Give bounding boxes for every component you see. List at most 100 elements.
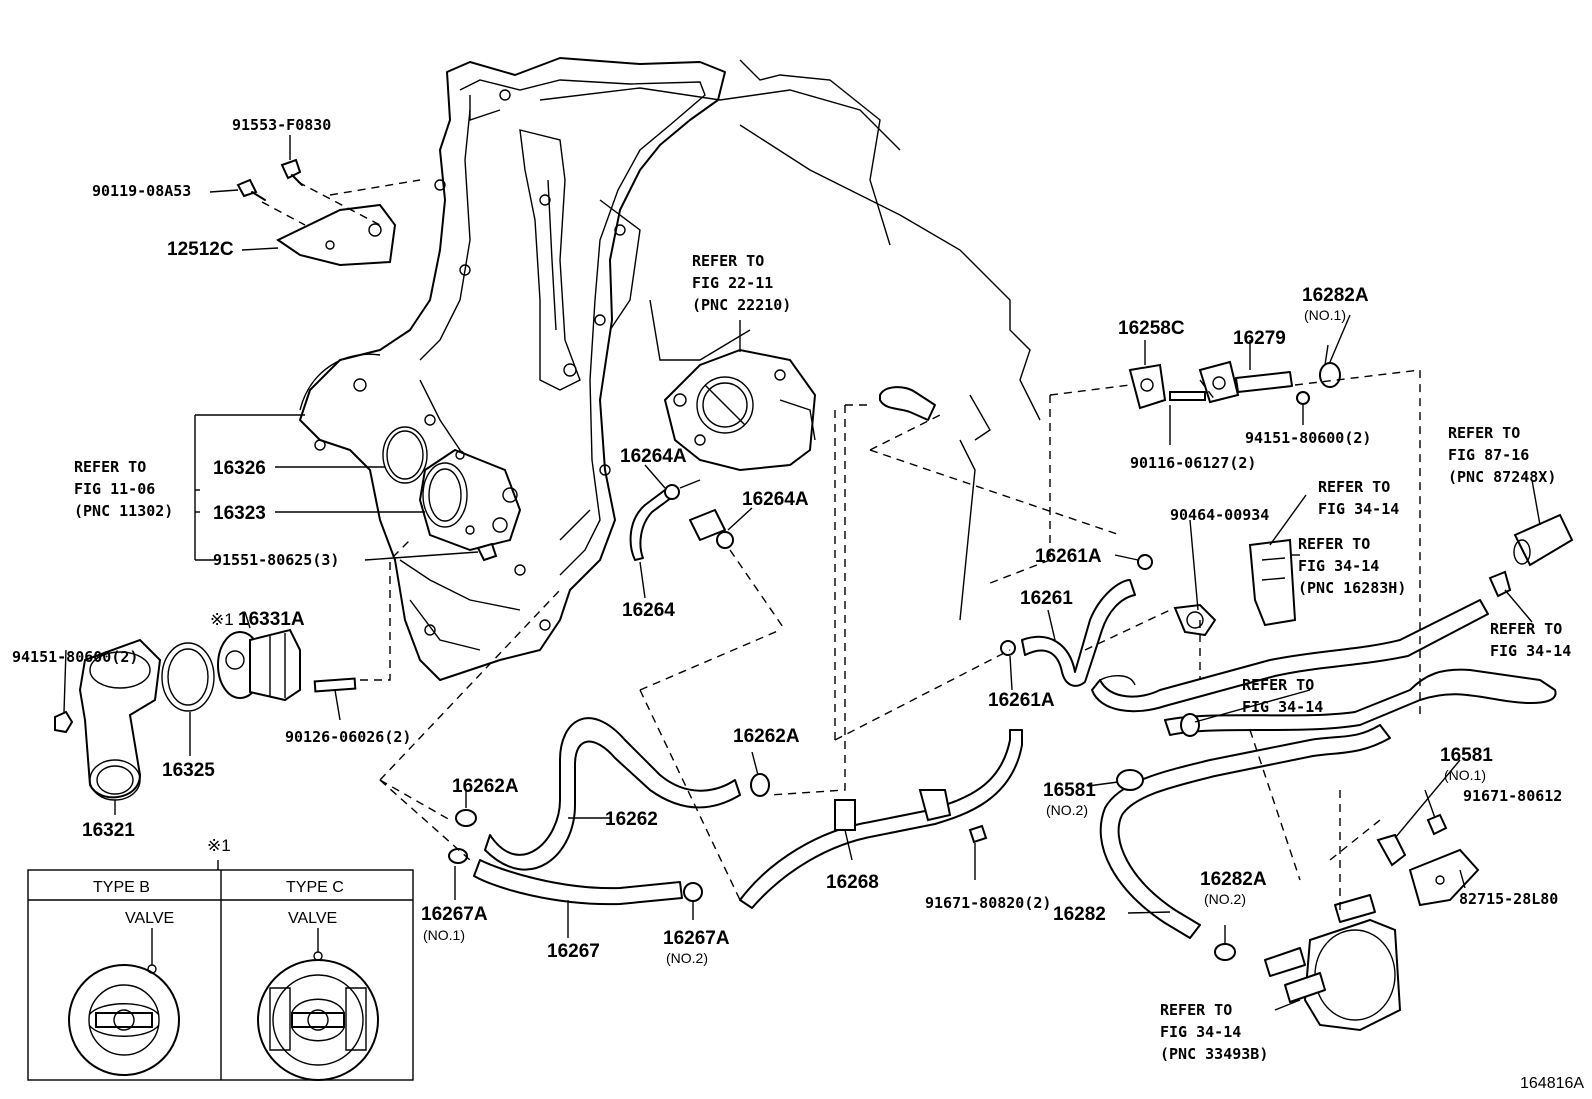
hose-16264 [629, 489, 726, 561]
clamp-16262a-2 [750, 773, 770, 797]
gasket-16326 [382, 426, 428, 484]
note-34-14-b-line3: (PNC 16283H) [1298, 579, 1406, 597]
label-16268: 16268 [826, 872, 879, 893]
note-34-14-e-line1: REFER TO [1160, 1001, 1232, 1019]
bracket-12512c [276, 203, 397, 267]
grommet [1248, 538, 1297, 627]
label-16262a-1: 16262A [452, 776, 519, 797]
note-87-16-line2: FIG 87-16 [1448, 446, 1529, 464]
clamp-16581-2 [1376, 833, 1407, 867]
note-34-14-c-line1: REFER TO [1490, 620, 1562, 638]
label-16282a-2-sub: (NO.2) [1204, 891, 1246, 907]
label-16581-no1-sub: (NO.1) [1444, 767, 1486, 783]
clamp-16261a-2 [1000, 640, 1016, 656]
gasket-16325 [161, 642, 215, 712]
inset-type-b: TYPE B [93, 879, 150, 896]
water-inlet-16321 [78, 638, 162, 801]
note-22-11-line3: (PNC 22210) [692, 296, 791, 314]
label-94151-80600-right: 94151-80600(2) [1245, 429, 1371, 447]
note-34-14-d-line2: FIG 34-14 [1242, 698, 1323, 716]
thermostat-type-inset: ※1 TYPE B TYPE C VALVE VALVE [27, 836, 414, 1081]
bolt-91671-80612 [1426, 813, 1448, 836]
stud-90126 [313, 677, 357, 693]
note-11-06-line2: FIG 11-06 [74, 480, 155, 498]
label-16321: 16321 [82, 820, 135, 841]
label-16262: 16262 [605, 809, 658, 830]
thermostat-16331a [217, 628, 301, 702]
note-34-14-a-line2: FIG 34-14 [1318, 500, 1399, 518]
label-16326: 16326 [213, 458, 266, 479]
note-11-06-line3: (PNC 11302) [74, 502, 173, 520]
clamp-16264a-2 [716, 531, 734, 549]
note-11-06-line1: REFER TO [74, 458, 146, 476]
hose-lower-right [1164, 668, 1557, 736]
label-16267a-2: 16267A [663, 928, 730, 949]
label-91551-80625: 91551-80625(3) [213, 551, 339, 569]
note-87-16-line3: (PNC 87248X) [1448, 468, 1556, 486]
label-16267: 16267 [547, 941, 600, 962]
water-inlet-housing-16323 [418, 448, 522, 552]
label-16258c: 16258C [1118, 318, 1185, 339]
label-90119-08a53: 90119-08A53 [92, 182, 191, 200]
gasket-16258c [1128, 363, 1167, 410]
leader-lines [114, 135, 1541, 1011]
clamp-16282a-2 [1214, 943, 1236, 961]
inset-valve-b: VALVE [125, 910, 174, 927]
label-16264: 16264 [622, 600, 675, 621]
thermostat-type-b-icon [68, 928, 180, 1076]
bolt-91551 [476, 542, 498, 562]
clamp-16267a-1 [448, 848, 468, 864]
label-16262a-2: 16262A [733, 726, 800, 747]
pipe-16279 [1198, 360, 1293, 404]
nut-94151-right [1296, 391, 1310, 405]
label-16282: 16282 [1053, 904, 1106, 925]
label-16261a-1: 16261A [1035, 546, 1102, 567]
note-34-14-a-line1: REFER TO [1318, 478, 1390, 496]
label-90116-06127: 90116-06127(2) [1130, 454, 1256, 472]
label-16325: 16325 [162, 760, 215, 781]
hose-16262 [484, 717, 741, 871]
label-16261: 16261 [1020, 588, 1073, 609]
engine-block-outline [539, 59, 1041, 621]
label-16264a-2: 16264A [742, 489, 809, 510]
note-34-14-b-line1: REFER TO [1298, 535, 1370, 553]
note-22-11-line2: FIG 22-11 [692, 274, 773, 292]
note-34-14-b-line2: FIG 34-14 [1298, 557, 1379, 575]
label-16264a-1: 16264A [620, 446, 687, 467]
label-12512c: 12512C [167, 239, 234, 260]
note-87-16-line1: REFER TO [1448, 424, 1520, 442]
label-16267a-1: 16267A [421, 904, 488, 925]
label-16261a-2: 16261A [988, 690, 1055, 711]
connector-87248x [1513, 513, 1574, 567]
note-22-11-line1: REFER TO [692, 252, 764, 270]
clamp-16267a-2 [683, 882, 703, 902]
clamp-16261a-1 [1137, 554, 1153, 570]
clamp-90464 [1173, 603, 1217, 637]
label-16581-no2-sub: (NO.2) [1046, 802, 1088, 818]
clamp-16581-1 [1116, 769, 1144, 791]
hose-16261 [1021, 579, 1136, 687]
stud-90116 [1169, 391, 1206, 401]
clamp-lower [1180, 713, 1200, 737]
inset-type-c: TYPE C [286, 879, 344, 896]
label-94151-80600-left: 94151-80600(2) [12, 648, 138, 666]
label-90126-06026: 90126-06026(2) [285, 728, 411, 746]
label-16282a-2: 16282A [1200, 869, 1267, 890]
label-16331a: 16331A [238, 609, 305, 630]
heater-hose-16283h [1091, 599, 1489, 713]
hose-16282 [1099, 724, 1391, 939]
pipe-16268 [739, 729, 1023, 909]
dashed-guides [379, 369, 1421, 910]
label-91671-80612: 91671-80612 [1463, 787, 1562, 805]
hose-16267 [473, 859, 683, 906]
figure-id: 164816A [1520, 1075, 1584, 1092]
label-16581-no2: 16581 [1043, 780, 1096, 801]
nut-94151-left [54, 649, 74, 734]
throttle-body [663, 320, 817, 472]
label-16267a-1-sub: (NO.1) [423, 927, 465, 943]
bolt-90119 [236, 178, 266, 201]
label-90464-00934: 90464-00934 [1170, 506, 1269, 524]
label-82715-28l80: 82715-28L80 [1459, 890, 1558, 908]
thermostat-type-c-icon [257, 928, 379, 1081]
clamp-16262a-1 [455, 809, 477, 827]
